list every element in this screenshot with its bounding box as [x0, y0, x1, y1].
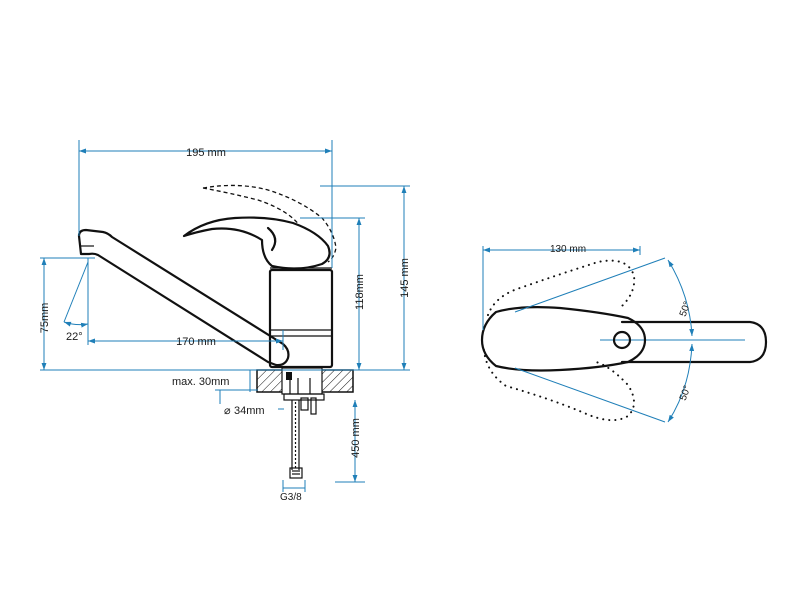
front-view: 195 mm 145 mm 118mm 75mm 22° 170 mm max.… [39, 140, 411, 503]
lever-handle [182, 216, 331, 270]
spout-angle-label: 22° [66, 331, 83, 343]
supply-hose [291, 400, 300, 470]
angle-upper-label: 50° [678, 300, 694, 318]
top-spout [620, 320, 768, 364]
max-counter-label: max. 30mm [172, 376, 229, 388]
total-height-label: 145 mm [399, 258, 411, 298]
spout-reach-label: 170 mm [176, 336, 216, 348]
top-view: 130 mm 50° 50° [480, 244, 768, 423]
diameter-icon: ⌀ [224, 405, 231, 417]
handle-length-label: 130 mm [550, 244, 586, 255]
handle-pivot [612, 330, 632, 350]
hole-diameter-label: 34mm [234, 405, 265, 417]
angle-lower-label: 50° [678, 384, 694, 402]
handle-swing-lower [483, 349, 635, 422]
top-handle [480, 306, 647, 372]
spout-height-label: 75mm [39, 303, 51, 334]
mounting-nut [283, 393, 325, 401]
spout [77, 228, 290, 367]
handle-swing-upper [487, 259, 636, 316]
width-label: 195 mm [186, 147, 226, 159]
hose-length-label: 450 mm [350, 418, 362, 458]
body-height-label: 118mm [354, 274, 366, 310]
connector-label: G3/8 [280, 492, 302, 503]
faucet-body [268, 268, 334, 369]
lever-handle-raised [202, 184, 337, 263]
